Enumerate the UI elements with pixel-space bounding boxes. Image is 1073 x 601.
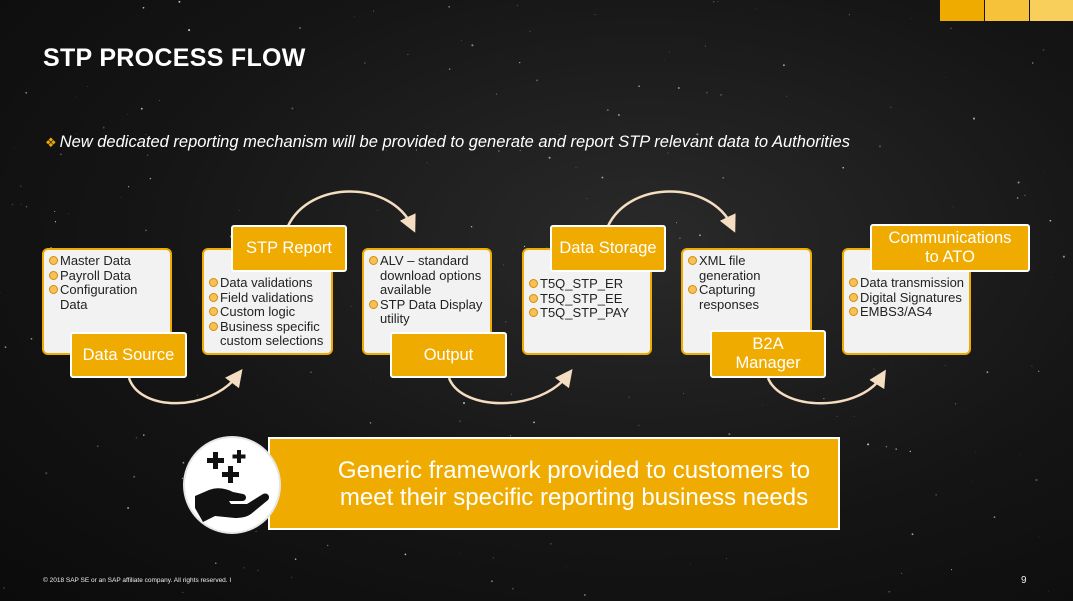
list-item: Payroll Data — [49, 269, 166, 284]
arrow-source-to-report — [129, 375, 238, 403]
bullet-icon — [209, 322, 218, 331]
list-item: Configuration Data — [49, 283, 166, 312]
step-label-communications-to-ato: Communications to ATO — [870, 224, 1030, 272]
list-item: Business specific custom selections — [209, 320, 328, 349]
bullet-icon — [849, 278, 858, 287]
step-label-b2a-manager: B2A Manager — [710, 330, 826, 378]
bullet-icon — [209, 293, 218, 302]
bullet-icon — [369, 256, 378, 265]
framework-banner: Generic framework provided to customers … — [268, 437, 840, 530]
bullet-icon — [209, 307, 218, 316]
step-label-output: Output — [390, 332, 507, 378]
bullet-icon — [49, 285, 58, 294]
bullet-icon — [49, 271, 58, 280]
bullet-icon — [209, 278, 218, 287]
list-item: Data transmission — [849, 276, 966, 291]
bullet-icon — [529, 308, 538, 317]
list-item: Capturing responses — [688, 283, 807, 312]
list-item: Data validations — [209, 276, 328, 291]
bullet-icon — [529, 294, 538, 303]
list-item: XML file generation — [688, 254, 807, 283]
copyright-footer: © 2018 SAP SE or an SAP affiliate compan… — [43, 577, 231, 584]
list-item: T5Q_STP_PAY — [529, 306, 647, 321]
banner-text: Generic framework provided to customers … — [310, 457, 838, 511]
list-item: Master Data — [49, 254, 166, 269]
list-item: Custom logic — [209, 305, 328, 320]
step-label-data-source: Data Source — [70, 332, 187, 378]
arrow-output-to-storage — [449, 375, 568, 403]
list-item: STP Data Display utility — [369, 298, 486, 327]
bullet-icon — [849, 293, 858, 302]
list-item: ALV – standard download options availabl… — [369, 254, 486, 298]
step-label-stp-report: STP Report — [231, 225, 347, 272]
bullet-icon — [529, 279, 538, 288]
page-number: 9 — [1021, 575, 1027, 586]
list-item: Digital Signatures — [849, 291, 966, 306]
list-item: Field validations — [209, 291, 328, 306]
bullet-icon — [369, 300, 378, 309]
bullet-icon — [688, 285, 697, 294]
bullet-icon — [49, 256, 58, 265]
step-label-data-storage: Data Storage — [550, 225, 666, 272]
arrow-storage-to-b2a — [608, 192, 732, 227]
hand-plus-icon — [183, 436, 281, 534]
arrow-report-to-output — [288, 192, 412, 227]
bullet-icon — [849, 307, 858, 316]
list-item: T5Q_STP_ER — [529, 277, 647, 292]
arrow-b2a-to-ato — [768, 376, 882, 403]
list-item: EMBS3/AS4 — [849, 305, 966, 320]
bullet-icon — [688, 256, 697, 265]
list-item: T5Q_STP_EE — [529, 292, 647, 307]
